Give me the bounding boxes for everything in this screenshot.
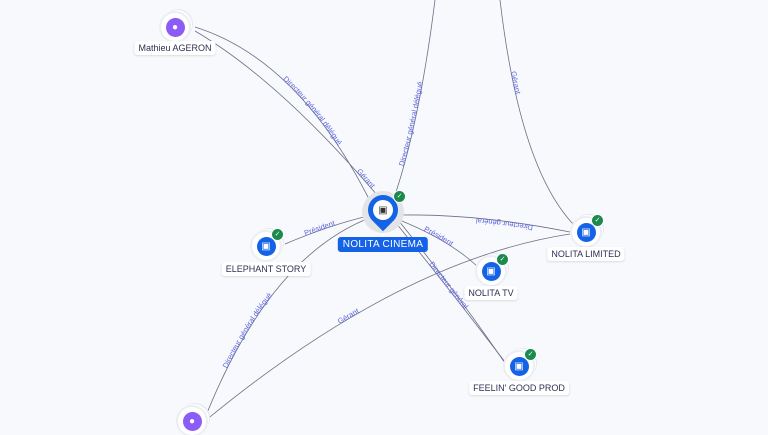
person-icon: ● — [182, 411, 202, 431]
edge-label: Président — [303, 218, 337, 237]
person-icon: ● — [165, 17, 185, 37]
verified-check-icon: ✓ — [271, 228, 284, 241]
edge-label: Gérant — [509, 70, 523, 95]
company-icon: ▣ — [256, 236, 276, 256]
company-icon: ▣ — [509, 356, 529, 376]
edge-label: Directeur général — [475, 216, 533, 232]
edge-label: Directeur général délégué — [221, 291, 274, 370]
verified-check-icon: ✓ — [524, 348, 537, 361]
node-label[interactable]: NOLITA TV — [464, 286, 518, 300]
node-mathieu-ageron[interactable]: ● — [161, 13, 189, 41]
node-feelin-good-prod[interactable]: ▣ ✓ — [505, 348, 537, 380]
node-elephant-story[interactable]: ▣ ✓ — [252, 228, 284, 260]
company-icon: ▣ — [481, 261, 501, 281]
node-nolita-cinema[interactable]: ▣ ✓ — [361, 188, 406, 233]
company-icon: ▣ — [576, 222, 596, 242]
node-label-main[interactable]: NOLITA CINEMA — [337, 237, 429, 252]
edge-line — [499, 0, 576, 227]
verified-check-icon: ✓ — [591, 214, 604, 227]
node-label[interactable]: ELEPHANT STORY — [221, 262, 311, 276]
node-person-bottom[interactable]: ● — [178, 407, 206, 435]
company-icon: ▣ — [373, 200, 393, 220]
node-label[interactable]: FEELIN' GOOD PROD — [469, 381, 569, 395]
verified-check-icon: ✓ — [393, 190, 406, 203]
edge-label: Gérant — [336, 306, 361, 326]
edge-line — [194, 26, 373, 206]
node-nolita-limited[interactable]: ▣ ✓ — [572, 214, 604, 246]
node-label[interactable]: Mathieu AGERON — [134, 41, 216, 55]
edge-label: Directeur général délégué — [397, 81, 425, 167]
edge-label: Directeur général — [427, 260, 470, 311]
node-nolita-tv[interactable]: ▣ ✓ — [477, 253, 509, 285]
verified-check-icon: ✓ — [496, 253, 509, 266]
node-label[interactable]: NOLITA LIMITED — [547, 247, 625, 261]
edge-label: Directeur général délégué — [281, 74, 343, 146]
